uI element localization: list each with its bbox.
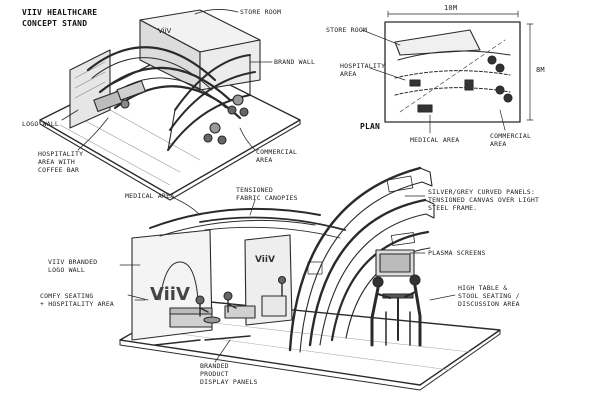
plan-dim-width: 10m: [444, 4, 458, 12]
label-high-table-stools: High Table & Stool Seating / Discussion …: [458, 284, 520, 308]
label-viiv-branded-logo-wall: ViiV Branded Logo Wall: [48, 258, 98, 274]
svg-text:ViiV: ViiV: [158, 27, 172, 35]
plan-label-store-room: Store Room: [326, 26, 368, 34]
label-medical-area: Medical Area: [125, 192, 175, 200]
svg-text:ViiV: ViiV: [150, 284, 190, 305]
sketch-title: ViiV Healthcare: [22, 8, 98, 17]
plan-title: Plan: [360, 122, 381, 131]
plan-dim-depth: 8m: [536, 66, 545, 74]
label-store-room: Store Room: [240, 8, 282, 16]
label-branded-product-display: Branded Product Display Panels: [200, 362, 258, 386]
label-plasma-screens: Plasma Screens: [428, 249, 486, 257]
perspective-view: ViiV ViiV: [119, 166, 501, 391]
label-logo-wall: Logo Wall: [22, 120, 60, 128]
label-brand-wall: Brand Wall: [274, 58, 316, 66]
sketch-subtitle: Concept Stand: [22, 19, 88, 28]
plan-label-medical-area: Medical Area: [410, 136, 460, 144]
axonometric-view: ViiV: [39, 9, 301, 201]
label-comfy-seating: Comfy Seating + Hospitality Area: [40, 292, 115, 308]
svg-text:ViiV: ViiV: [255, 255, 275, 265]
label-hospitality-area-bar: Hospitality Area with Coffee Bar: [38, 150, 84, 174]
plan-view: [361, 10, 534, 134]
label-curved-panels: Silver/Grey Curved Panels: Tensioned Can…: [428, 188, 540, 212]
label-tensioned-fabric-canopies: Tensioned Fabric Canopies: [236, 186, 298, 202]
plan-label-hospitality-area: Hospitality Area: [340, 62, 386, 78]
label-commercial-area-top: Commercial Area: [256, 148, 298, 164]
plan-label-commercial-area: Commercial Area: [490, 132, 532, 148]
